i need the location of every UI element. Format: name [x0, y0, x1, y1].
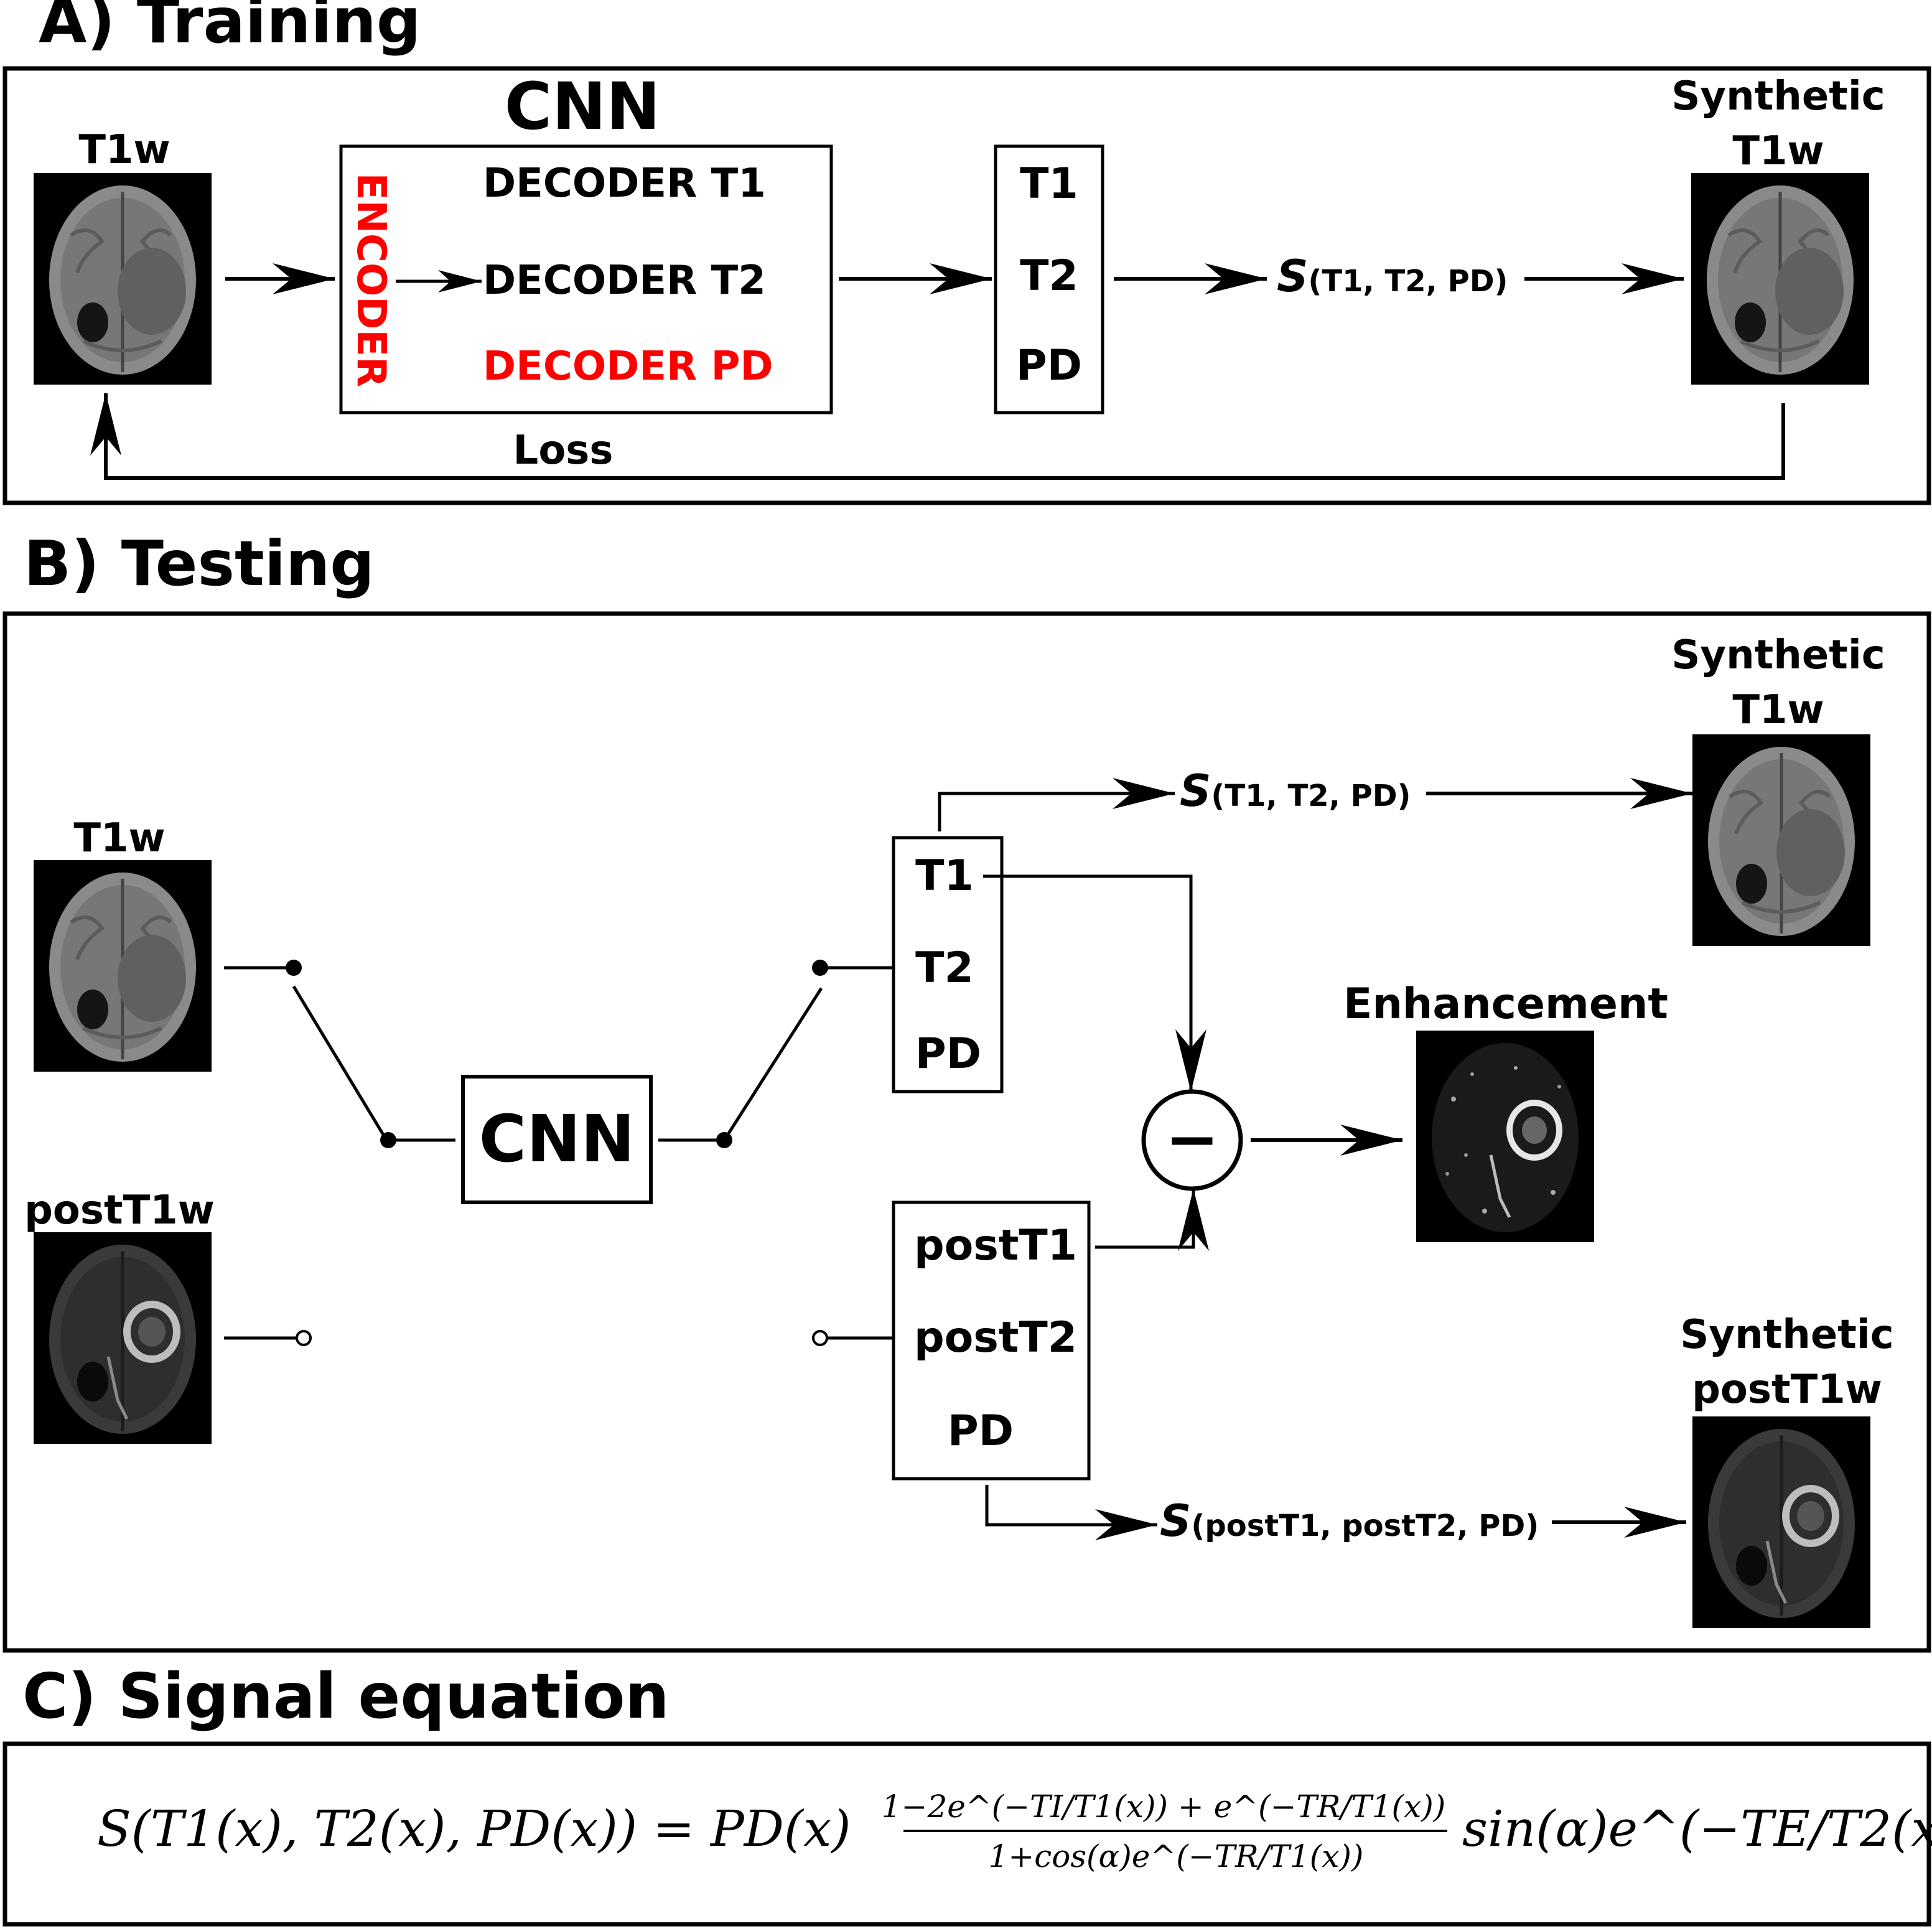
equation-denominator: 1+cos(α)e^(−TR/T1(x))	[989, 1838, 1364, 1874]
testing-output2-label-line2: postT1w	[1692, 1367, 1882, 1413]
switch-left-contact-open	[296, 1330, 312, 1346]
training-signal-function: S(T1, T2, PD)	[1277, 251, 1508, 302]
training-param-t1: T1	[1020, 159, 1078, 208]
testing-input-postt1w-image	[34, 1232, 212, 1444]
testing-param-t2: T2	[915, 943, 974, 993]
decoder-t2-label: DECODER T2	[483, 258, 766, 304]
testing-post-t1: postT1	[914, 1221, 1077, 1270]
testing-param-pd: PD	[915, 1029, 981, 1079]
minus-symbol: −	[1165, 1101, 1219, 1177]
testing-output-synthetic-postt1w-image	[1692, 1416, 1870, 1628]
cnn-box	[339, 144, 833, 414]
enhancement-label: Enhancement	[1343, 980, 1668, 1029]
testing-panel	[2, 611, 1931, 1653]
testing-input-t1w-image	[34, 860, 212, 1072]
training-param-t2: T2	[1020, 251, 1078, 301]
arrow-params-to-signal1	[938, 778, 1175, 831]
enhancement-image	[1416, 1031, 1594, 1242]
testing-params-box	[892, 836, 1004, 1093]
testing-output2-label-line1: Synthetic	[1680, 1312, 1893, 1358]
arrow-post-params-to-signal2	[985, 1485, 1157, 1540]
testing-output1-label-line1: Synthetic	[1671, 632, 1885, 678]
decoder-pd-label: DECODER PD	[483, 344, 773, 390]
equation-panel	[2, 1741, 1931, 1927]
encoder-label: ENCODER	[348, 173, 394, 388]
testing-output1-label-line2: T1w	[1732, 687, 1824, 733]
training-panel	[2, 66, 1931, 505]
testing-post-params-box	[892, 1200, 1091, 1481]
testing-post-t2: postT2	[914, 1313, 1077, 1362]
testing-input2-label: postT1w	[24, 1187, 215, 1233]
training-input-label: T1w	[78, 127, 170, 173]
decoder-t1-label: DECODER T1	[483, 161, 766, 207]
testing-input1-label: T1w	[73, 815, 165, 861]
arrow-t1-to-subtraction	[983, 874, 1206, 1092]
arrow-postt1-to-subtraction	[1095, 1189, 1209, 1251]
testing-post-pd: PD	[948, 1406, 1014, 1456]
equation-tail: sin(α)e^(−TE/T2(x))	[1462, 1800, 1932, 1858]
training-params-box	[994, 144, 1104, 414]
testing-output-synthetic-t1w-image	[1692, 734, 1870, 946]
equation-numerator: 1−2e^(−TI/T1(x)) + e^(−TR/T1(x))	[882, 1789, 1446, 1825]
switch-right-lever	[722, 987, 823, 1141]
testing-signal2-function: S(postT1, postT2, PD)	[1160, 1495, 1539, 1547]
cnn-title: CNN	[505, 68, 660, 144]
section-title-testing: B) Testing	[24, 527, 375, 600]
testing-signal1-function: S(T1, T2, PD)	[1180, 765, 1411, 817]
section-title-training: A) Training	[39, 0, 421, 57]
testing-cnn-label: CNN	[479, 1101, 635, 1177]
section-title-equation: C) Signal equation	[22, 1660, 670, 1733]
loss-label: Loss	[513, 428, 614, 474]
training-output-label-line2: T1w	[1732, 128, 1824, 174]
switch-left-lever	[292, 985, 388, 1140]
testing-param-t1: T1	[915, 851, 974, 901]
training-param-pd: PD	[1016, 341, 1082, 390]
training-input-t1w-image	[34, 173, 212, 385]
training-output-synthetic-t1w-image	[1691, 173, 1869, 385]
testing-cnn-box	[461, 1075, 653, 1204]
loss-feedback-arrow	[90, 393, 1785, 480]
training-output-label-line1: Synthetic	[1671, 73, 1885, 119]
switch-right-contact-open	[812, 1330, 828, 1346]
switch-left-contact-closed	[286, 960, 302, 976]
equation-lhs: S(T1(x), T2(x), PD(x)) = PD(x)	[97, 1800, 851, 1858]
